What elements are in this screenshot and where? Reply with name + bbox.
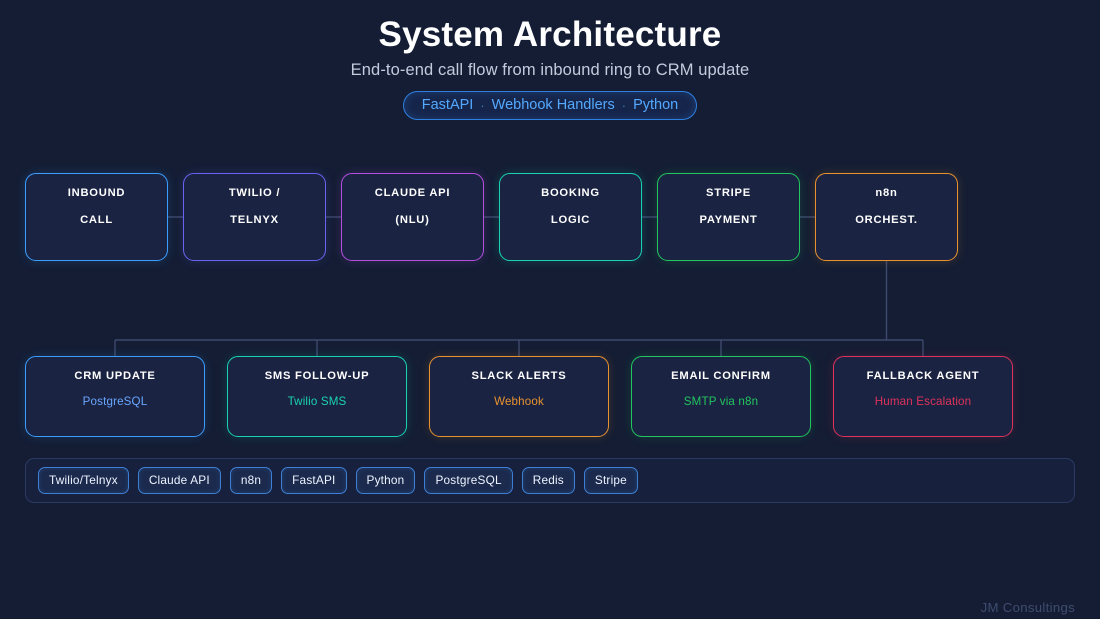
outcome-node-title: CRM UPDATE <box>74 370 156 382</box>
outcome-node-title: SLACK ALERTS <box>471 370 567 382</box>
diagram-header: System Architecture End-to-end call flow… <box>0 14 1100 121</box>
page-title: System Architecture <box>378 15 722 54</box>
tech-tag: Stripe <box>583 467 638 494</box>
outcome-node-title: EMAIL CONFIRM <box>671 370 771 382</box>
flow-node-line2: ORCHEST. <box>855 214 918 226</box>
flow-node-line2: (NLU) <box>395 214 430 226</box>
outcome-node-title: SMS FOLLOW-UP <box>264 370 370 382</box>
badge-item: Webhook Handlers <box>491 97 615 114</box>
outcome-node-email-confirm: EMAIL CONFIRM SMTP via n8n <box>631 356 811 437</box>
outcome-node-subtitle: Human Escalation <box>874 395 972 408</box>
flow-node-line1: n8n <box>875 187 898 199</box>
flow-node-stripe: STRIPE PAYMENT <box>657 173 800 261</box>
tech-tag: Python <box>355 467 416 494</box>
outcome-node-subtitle: Webhook <box>494 395 544 408</box>
flow-node-line2: CALL <box>80 214 113 226</box>
tech-tag: Twilio/Telnyx <box>38 467 129 494</box>
flow-node-line1: BOOKING <box>541 187 600 199</box>
tech-tag: PostgreSQL <box>424 467 513 494</box>
flow-node-line1: INBOUND <box>67 187 126 199</box>
outcome-node-title: FALLBACK AGENT <box>866 370 980 382</box>
tech-tag-bar: Twilio/Telnyx Claude API n8n FastAPI Python P… <box>25 458 1075 503</box>
outcome-node-slack-alerts: SLACK ALERTS Webhook <box>429 356 609 437</box>
tech-stack-badge: FastAPI · Webhook Handlers · Python <box>402 91 698 121</box>
footer-credit: JM Consultings <box>980 600 1075 615</box>
flow-node-line2: LOGIC <box>550 214 591 226</box>
flow-node-line1: CLAUDE API <box>374 187 451 199</box>
outcome-node-subtitle: PostgreSQL <box>82 395 148 408</box>
flow-node-claude-api: CLAUDE API (NLU) <box>341 173 484 261</box>
badge-separator: · <box>621 97 627 113</box>
flow-node-inbound: INBOUND CALL <box>25 173 168 261</box>
tech-tag: Redis <box>521 467 575 494</box>
flow-node-line2: PAYMENT <box>699 214 758 226</box>
badge-separator: · <box>480 97 485 113</box>
badge-item: FastAPI <box>421 97 474 114</box>
outcome-node-fallback-agent: FALLBACK AGENT Human Escalation <box>833 356 1013 437</box>
tech-tag: FastAPI <box>281 467 347 494</box>
flow-node-booking: BOOKING LOGIC <box>499 173 642 261</box>
tech-tag: n8n <box>229 467 273 494</box>
tech-tag: Claude API <box>137 467 221 494</box>
badge-item: Python <box>633 97 679 114</box>
flow-node-line1: STRIPE <box>706 187 751 199</box>
outcome-node-subtitle: Twilio SMS <box>287 395 347 408</box>
outcome-node-sms-follow-up: SMS FOLLOW-UP Twilio SMS <box>227 356 407 437</box>
flow-node-line1: TWILIO / <box>228 187 281 199</box>
flow-node-twilio: TWILIO / TELNYX <box>183 173 326 261</box>
flow-node-line2: TELNYX <box>230 214 279 226</box>
outcome-node-subtitle: SMTP via n8n <box>683 395 759 408</box>
outcome-node-crm-update: CRM UPDATE PostgreSQL <box>25 356 205 437</box>
page-subtitle: End-to-end call flow from inbound ring t… <box>350 61 750 80</box>
